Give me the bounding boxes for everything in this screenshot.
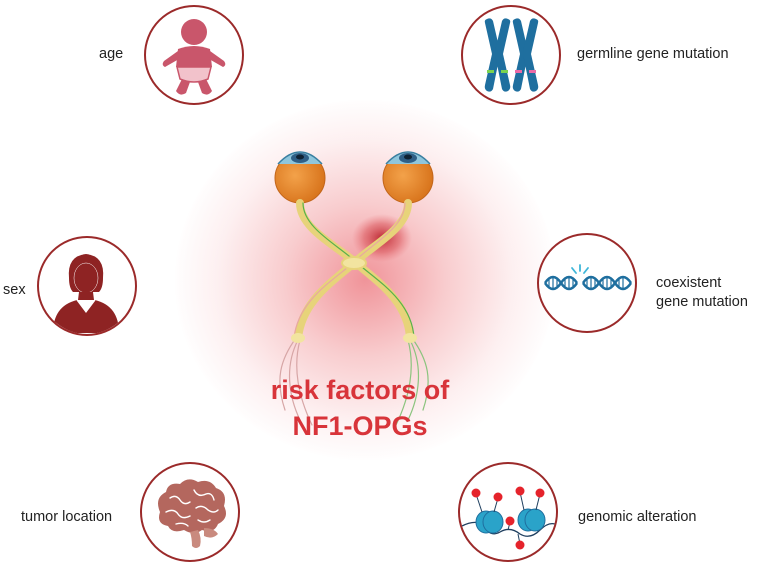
center-title-line2: NF1-OPGs (292, 411, 428, 441)
factor-label-age: age (99, 46, 124, 62)
factor-circle-genomic (458, 462, 558, 562)
center-title: risk factors of NF1-OPGs (205, 372, 515, 444)
factor-circle-germline (461, 5, 561, 105)
factor-label-sex: sex (3, 282, 26, 298)
left-eye-icon (274, 151, 326, 204)
dna-break-icon (543, 264, 633, 291)
factor-label-genomic: genomic alteration (578, 509, 697, 525)
factor-label-germline: germline gene mutation (577, 46, 729, 62)
tumor-glow (175, 100, 555, 460)
female-person-icon (53, 254, 119, 333)
baby-icon (162, 19, 226, 95)
factor-circle-tumor (140, 462, 240, 562)
factor-label-coexistent-line1: coexistent (656, 275, 722, 291)
factor-label-tumor: tumor location (21, 509, 113, 525)
methylated-nucleosome-icon (461, 486, 555, 550)
right-eye-icon (382, 151, 434, 204)
factor-circle-sex (37, 236, 137, 336)
factor-label-coexistent-line2: gene mutation (656, 294, 748, 310)
center-title-line1: risk factors of (270, 375, 450, 405)
chromosome-icon (484, 18, 539, 92)
factor-circle-coexistent (537, 233, 637, 333)
brain-icon (158, 479, 226, 548)
optic-nerves (279, 199, 429, 426)
factor-circle-age (144, 5, 244, 105)
